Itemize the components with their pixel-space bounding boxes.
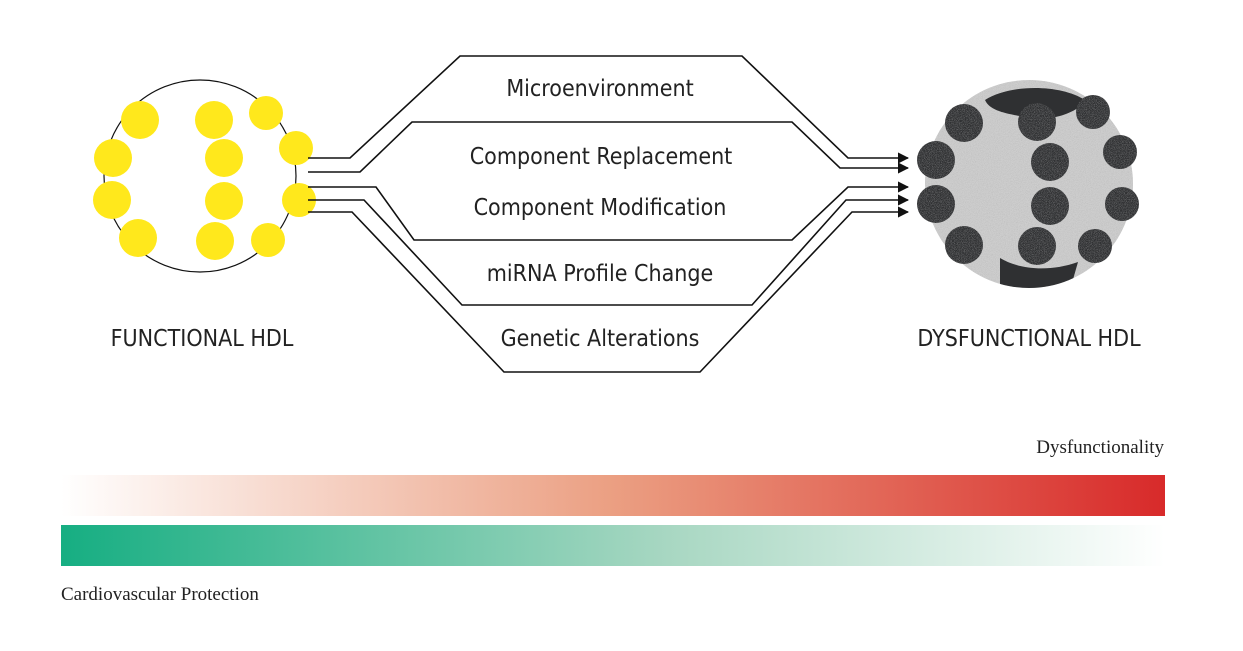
dysfunctional-hdl-particle [917, 80, 1139, 288]
cardiovascular-protection-label: Cardiovascular Protection [61, 584, 259, 605]
pathway-label-component-modification: Component Modification [474, 195, 727, 221]
pathway-label-microenvironment: Microenvironment [506, 76, 693, 102]
pathway-component-path [308, 181, 910, 241]
dysfunctional-hdl-label: DYSFUNCTIONAL HDL [917, 326, 1141, 352]
pathway-genetic-path [308, 206, 910, 373]
pathway-label-mirna-profile-change: miRNA Profile Change [487, 261, 714, 287]
pathway-mirna-path [308, 194, 910, 306]
dysfunctionality-label: Dysfunctionality [1036, 437, 1164, 458]
dysfunctionality-gradient-bar [61, 475, 1165, 516]
pathway-labels: Microenvironment Component Replacement C… [470, 76, 733, 352]
cardiovascular-protection-gradient-bar [61, 525, 1165, 566]
functional-hdl-particle [93, 79, 316, 273]
apolipoprotein-dots [93, 96, 316, 260]
pathway-label-component-replacement: Component Replacement [470, 144, 733, 170]
pathway-label-genetic-alterations: Genetic Alterations [501, 326, 700, 352]
pathway-lines [308, 55, 910, 373]
functional-hdl-label: FUNCTIONAL HDL [111, 326, 294, 352]
pathway-microenvironment-path-inner [308, 121, 910, 174]
pathway-microenvironment-path [308, 55, 910, 164]
